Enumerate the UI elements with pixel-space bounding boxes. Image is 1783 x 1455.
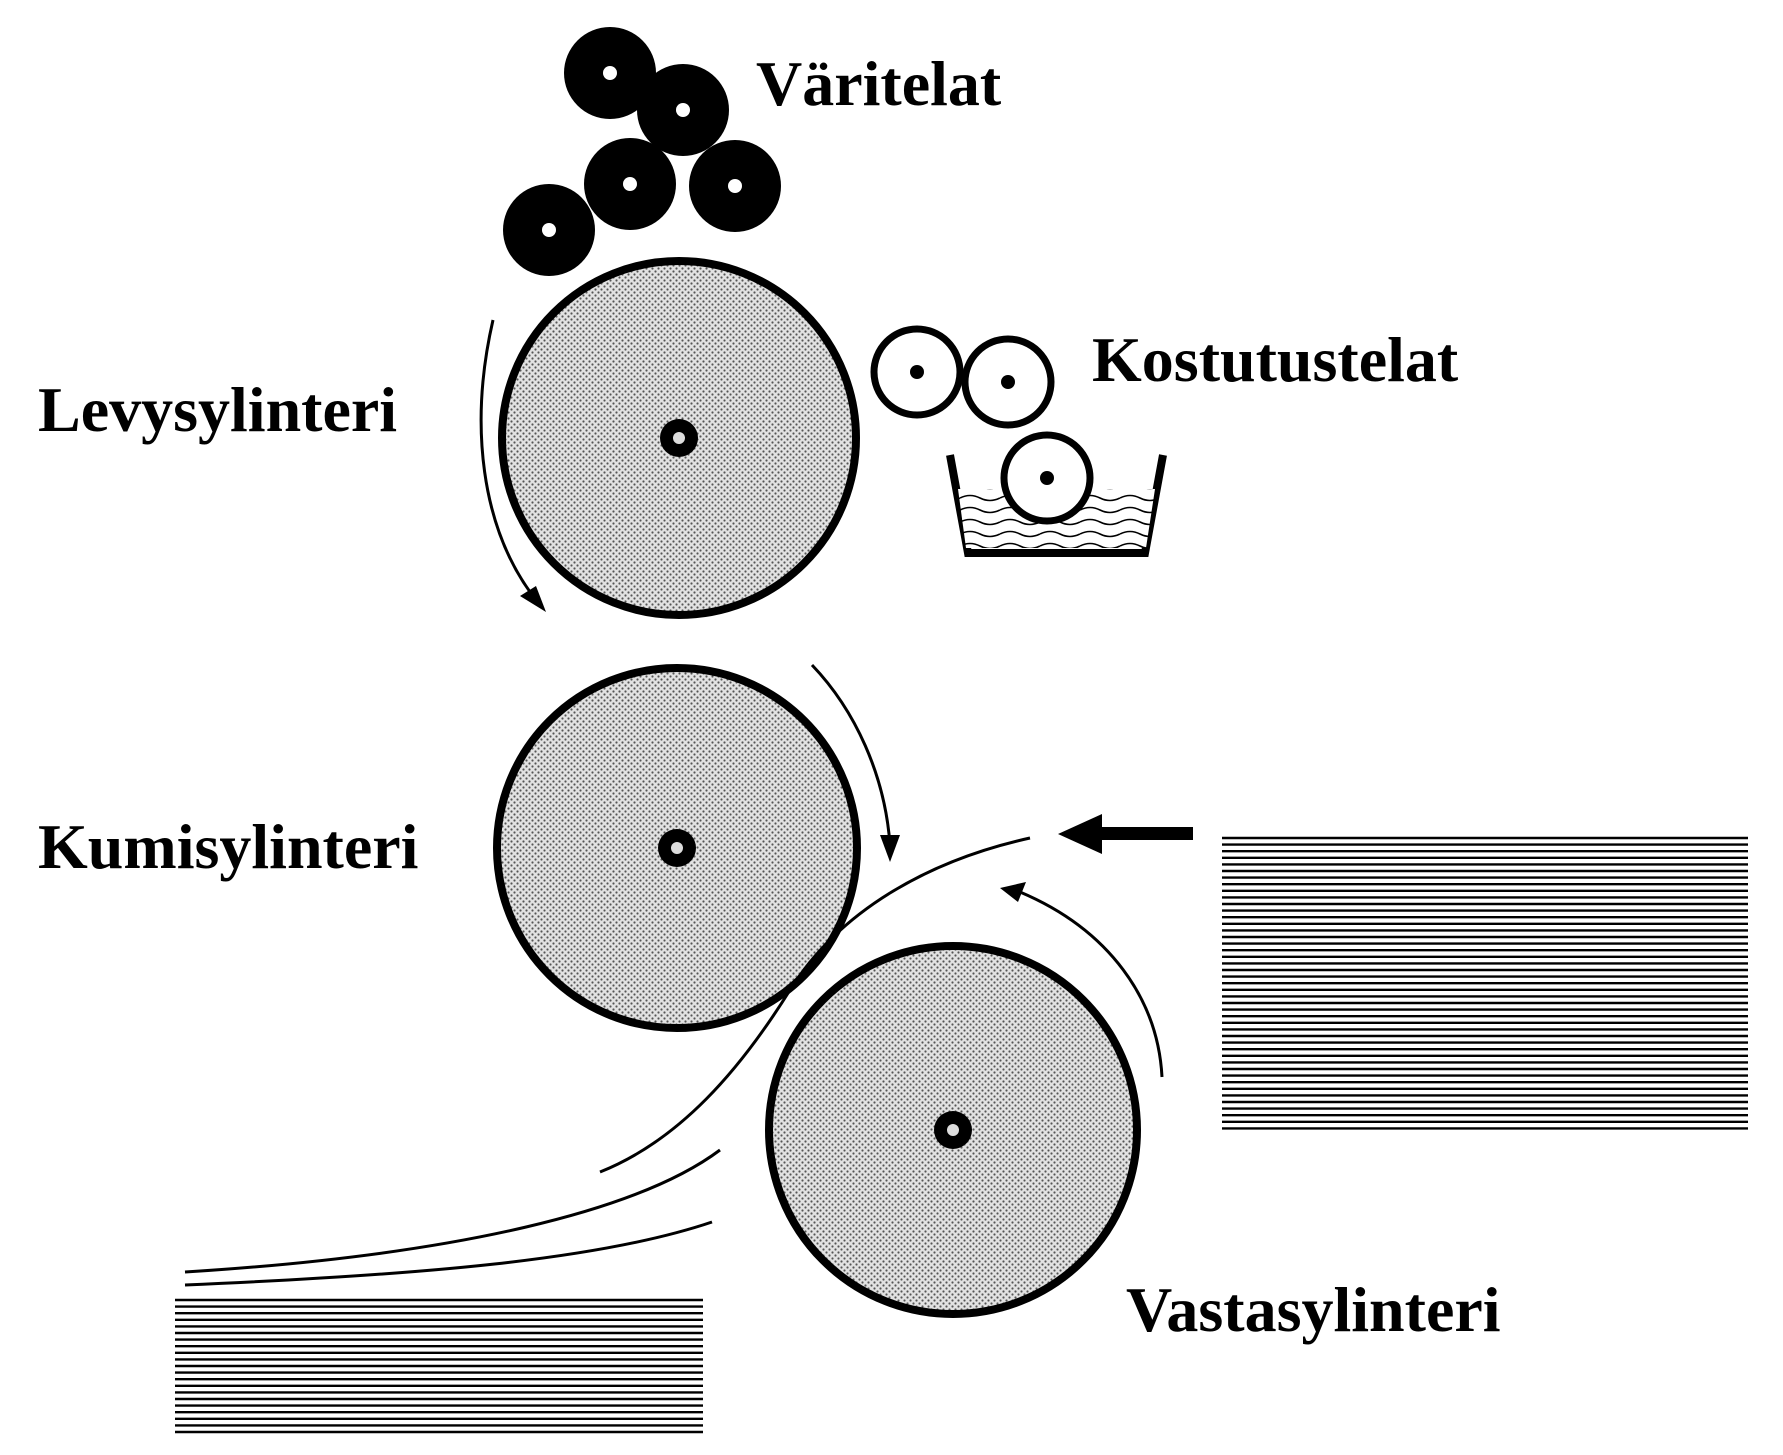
feed-direction-arrow-icon xyxy=(1058,814,1193,854)
blanket-cylinder-label: Kumisylinteri xyxy=(38,811,419,882)
blanket-cylinder xyxy=(493,664,861,1032)
dampening-roller-3 xyxy=(1000,431,1094,525)
impression-rotation-arrow-icon xyxy=(1019,890,1164,1078)
input-paper-stack-icon xyxy=(1222,836,1748,1130)
dampening-roller-1 xyxy=(870,325,964,419)
plate-rotation-arrow-icon xyxy=(479,319,542,606)
impression-cylinder-label: Vastasylinteri xyxy=(1126,1274,1501,1345)
dampening-rollers-label: Kostutustelat xyxy=(1092,324,1459,395)
blanket-rotation-arrow-icon xyxy=(810,663,892,846)
ink-roller-1 xyxy=(564,27,656,119)
ink-roller-3 xyxy=(584,138,676,230)
ink-rollers-label: Väritelat xyxy=(756,48,1002,119)
paper-sheet-lower xyxy=(184,1148,721,1274)
output-paper-stack-icon xyxy=(175,1298,703,1434)
impression-cylinder xyxy=(765,942,1141,1318)
ink-roller-5 xyxy=(503,184,595,276)
paper-sheet-top xyxy=(599,836,1031,1174)
dampening-unit xyxy=(870,325,1167,557)
plate-cylinder xyxy=(498,257,860,619)
paper-sheet-bottom xyxy=(184,1220,713,1287)
plate-cylinder-label: Levysylinteri xyxy=(38,374,398,445)
dampening-roller-2 xyxy=(961,335,1055,429)
paper-path xyxy=(184,836,1031,1287)
rotation-arrows xyxy=(479,319,1164,1078)
ink-rollers xyxy=(503,27,781,276)
water-pan xyxy=(946,454,1167,557)
ink-roller-4 xyxy=(689,140,781,232)
ink-roller-2 xyxy=(637,64,729,156)
